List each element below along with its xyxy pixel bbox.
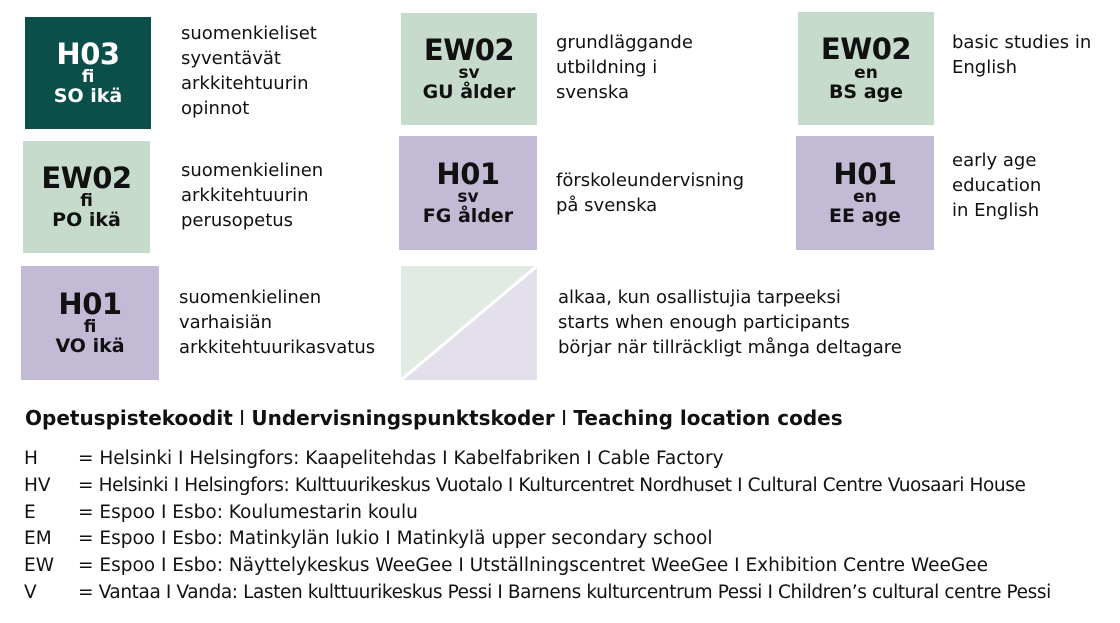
legend-row: HV = Helsinki I Helsingfors: Kulttuurikes…	[24, 473, 1051, 500]
box-age: FG ålder	[422, 205, 514, 228]
pending-description: alkaa, kun osallistujia tarpeeksi starts …	[558, 285, 902, 360]
legend-title: Opetuspistekoodit I Undervisningspunktsk…	[25, 406, 843, 430]
desc-line: suomenkielinen	[181, 160, 324, 181]
legend-code: HV	[24, 474, 51, 496]
box-age: PO ikä	[52, 209, 121, 232]
box-lang: fi	[80, 191, 93, 212]
box-code: H03	[56, 36, 120, 71]
box-code: EW02	[423, 32, 515, 67]
box-lang: fi	[81, 67, 95, 88]
desc-line: in English	[952, 200, 1040, 221]
box-age: SO ikä	[53, 85, 123, 108]
legend-text: = Helsinki I Helsingfors: Kulttuurikesku…	[78, 474, 1026, 496]
code-box-h01-sv: H01 sv FG ålder	[399, 136, 537, 250]
box-description: förskoleundervisning på svenska	[556, 168, 744, 218]
legend-code: EW	[24, 555, 54, 577]
desc-line: alkaa, kun osallistujia tarpeeksi	[558, 287, 841, 308]
title-separator: I	[232, 406, 252, 430]
desc-line: perusopetus	[181, 210, 294, 231]
box-description: suomenkieliset syventävät arkkitehtuurin op…	[181, 21, 317, 121]
legend-code: EM	[24, 528, 52, 550]
box-age: VO ikä	[55, 335, 125, 358]
legend-text: = Helsinki I Helsingfors: Kaapelitehdas …	[78, 448, 724, 469]
legend-code: H	[24, 448, 38, 469]
code-box-h01-en: H01 en EE age	[796, 136, 934, 250]
code-box-ew02-en: EW02 en BS age	[798, 12, 934, 125]
desc-line: arkkitehtuurin	[181, 73, 309, 94]
box-age: EE age	[829, 205, 901, 228]
box-code: H01	[58, 286, 122, 321]
box-age: BS age	[828, 80, 904, 103]
box-code: H01	[436, 156, 500, 191]
code-box-h01-fi: H01 fi VO ikä	[21, 266, 159, 380]
legend-row: EM = Espoo I Esbo: Matinkylän lukio I Mat…	[24, 526, 1051, 553]
box-description: grundläggande utbildning i svenska	[556, 30, 693, 105]
legend-text: = Espoo I Esbo: Matinkylän lukio I Matin…	[78, 528, 713, 550]
box-code: EW02	[820, 32, 912, 67]
location-code-legend: H = Helsinki I Helsingfors: Kaapelitehdas…	[24, 446, 1051, 607]
pending-split-swatch	[401, 266, 537, 380]
box-lang: sv	[458, 63, 480, 84]
desc-line: arkkitehtuurikasvatus	[179, 337, 376, 358]
legend-row: V = Vantaa I Vanda: Lasten kulttuurikesku…	[24, 580, 1051, 607]
desc-line: svenska	[556, 82, 630, 103]
box-lang: sv	[457, 187, 479, 208]
box-lang: en	[854, 62, 878, 83]
legend-code: E	[24, 501, 36, 523]
title-fi: Opetuspistekoodit	[25, 406, 233, 430]
box-lang: en	[853, 187, 877, 208]
legend-text: = Espoo I Esbo: Koulumestarin koulu	[78, 501, 418, 523]
desc-line: på svenska	[556, 195, 658, 216]
legend-code: V	[24, 581, 37, 603]
code-box-ew02-sv: EW02 sv GU ålder	[401, 13, 537, 125]
desc-line: förskoleundervisning	[556, 170, 744, 191]
title-separator: I	[554, 406, 574, 430]
box-description: suomenkielinen arkkitehtuurin perusopetus	[181, 158, 323, 233]
desc-line: basic studies in	[952, 32, 1092, 53]
desc-line: syventävät	[181, 48, 281, 69]
code-box-ew02-fi: EW02 fi PO ikä	[23, 141, 150, 253]
legend-text: = Vantaa I Vanda: Lasten kulttuurikeskus…	[78, 581, 1051, 603]
desc-line: suomenkielinen	[179, 287, 322, 308]
box-description: basic studies in English	[952, 30, 1091, 80]
box-lang: fi	[83, 317, 97, 338]
desc-line: arkkitehtuurin	[181, 185, 309, 206]
desc-line: education	[952, 175, 1042, 196]
box-code: H01	[833, 156, 897, 191]
box-description: early age education in English	[952, 148, 1041, 223]
title-en: Teaching location codes	[573, 406, 843, 430]
legend-text: = Espoo I Esbo: Näyttelykeskus WeeGee I …	[78, 555, 988, 577]
title-sv: Undervisningspunktskoder	[251, 406, 555, 430]
code-box-h03-fi: H03 fi SO ikä	[25, 17, 151, 129]
desc-line: early age	[952, 150, 1037, 171]
desc-line: grundläggande	[556, 32, 693, 53]
legend-row: EW = Espoo I Esbo: Näyttelykeskus WeeGee …	[24, 553, 1051, 580]
box-code: EW02	[41, 160, 132, 195]
desc-line: varhaisiän	[179, 312, 273, 333]
desc-line: starts when enough participants	[558, 312, 850, 333]
desc-line: suomenkieliset	[181, 23, 317, 44]
legend-row: E = Espoo I Esbo: Koulumestarin koulu	[24, 500, 1051, 527]
desc-line: English	[952, 57, 1017, 78]
box-description: suomenkielinen varhaisiän arkkitehtuurikas…	[179, 285, 375, 360]
desc-line: utbildning i	[556, 57, 658, 78]
desc-line: börjar när tillräckligt många deltagare	[558, 337, 902, 358]
desc-line: opinnot	[181, 98, 250, 119]
box-age: GU ålder	[422, 81, 516, 104]
legend-row: H = Helsinki I Helsingfors: Kaapelitehdas…	[24, 446, 1051, 473]
